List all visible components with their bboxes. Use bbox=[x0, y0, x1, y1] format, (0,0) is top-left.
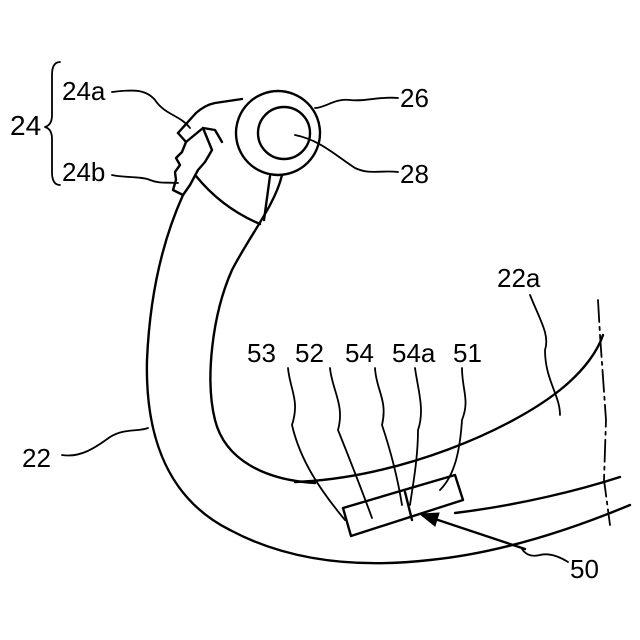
label-51: 51 bbox=[453, 338, 482, 368]
leader-28 bbox=[295, 135, 398, 172]
label-50: 50 bbox=[570, 554, 599, 584]
label-24b: 24b bbox=[62, 157, 105, 187]
pedal-lower-edge bbox=[455, 477, 620, 513]
pedal-upper-edge bbox=[295, 335, 603, 482]
arm-neck-line bbox=[196, 176, 260, 224]
clamp-lower-stepped-part bbox=[173, 142, 186, 195]
clamp-upper-part bbox=[178, 99, 242, 133]
leader-22 bbox=[62, 428, 148, 456]
leader-51 bbox=[440, 368, 466, 490]
pivot-inner-circle bbox=[258, 107, 310, 159]
leader-24a bbox=[112, 90, 190, 128]
label-24: 24 bbox=[10, 110, 41, 141]
label-26: 26 bbox=[400, 83, 429, 113]
pivot-outer-circle bbox=[236, 91, 320, 175]
label-54: 54 bbox=[345, 338, 374, 368]
leader-54 bbox=[375, 368, 402, 505]
clamp-upper-block bbox=[178, 128, 222, 142]
label-24a: 24a bbox=[62, 76, 106, 106]
leader-24b bbox=[112, 175, 178, 183]
leader-52 bbox=[330, 368, 372, 518]
bracket-24 bbox=[45, 62, 60, 185]
break-line bbox=[598, 300, 610, 525]
clamp-lower-edge bbox=[183, 128, 212, 195]
label-53: 53 bbox=[247, 338, 276, 368]
label-52: 52 bbox=[295, 338, 324, 368]
leader-53 bbox=[288, 368, 345, 520]
arm-inner-edge bbox=[210, 175, 315, 483]
arrowhead-50 bbox=[420, 513, 439, 526]
label-22a: 22a bbox=[497, 263, 541, 293]
arrow-shaft-50 bbox=[432, 518, 525, 549]
label-22: 22 bbox=[22, 443, 51, 473]
label-54a: 54a bbox=[392, 338, 436, 368]
label-28: 28 bbox=[400, 159, 429, 189]
arm-outer-edge bbox=[147, 195, 630, 563]
leader-22a bbox=[530, 295, 560, 415]
leader-50 bbox=[522, 549, 568, 562]
leader-26 bbox=[315, 98, 398, 108]
